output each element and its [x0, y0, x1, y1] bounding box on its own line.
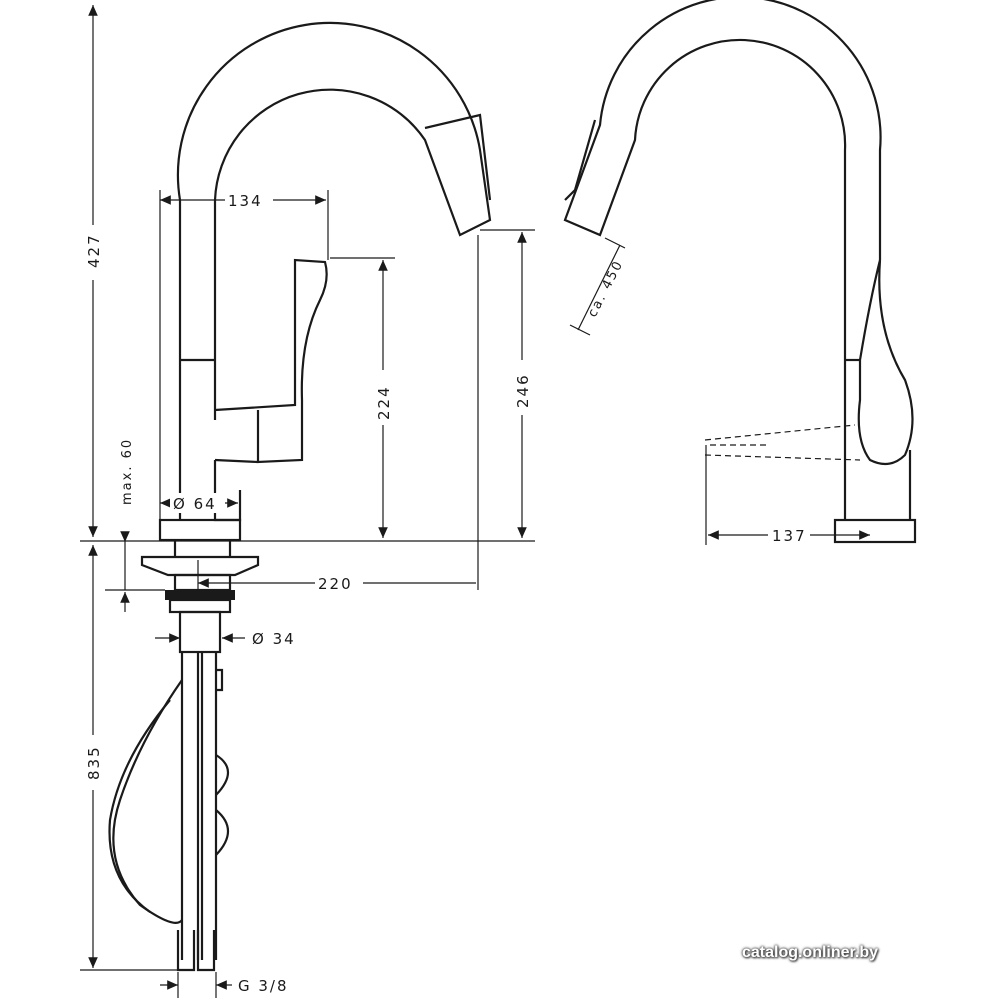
- dim-246: 246: [514, 373, 532, 408]
- dim-224: 224: [375, 385, 393, 420]
- front-view-faucet: [108, 21, 492, 972]
- dim-g-3-8: G 3/8: [238, 977, 289, 995]
- dim-427: 427: [85, 233, 103, 268]
- dim-835: 835: [85, 745, 103, 780]
- dim-diameter-64: Ø 64: [173, 495, 217, 513]
- side-view-faucet: [563, 0, 917, 544]
- dim-ca-450: ca. 450: [585, 258, 627, 320]
- dim-137: 137: [772, 527, 807, 545]
- dim-220: 220: [318, 575, 353, 593]
- dim-max-60: max. 60: [120, 438, 135, 505]
- watermark: catalog.onliner.by: [741, 944, 878, 961]
- dim-diameter-34: Ø 34: [252, 630, 296, 648]
- dim-134: 134: [228, 192, 263, 210]
